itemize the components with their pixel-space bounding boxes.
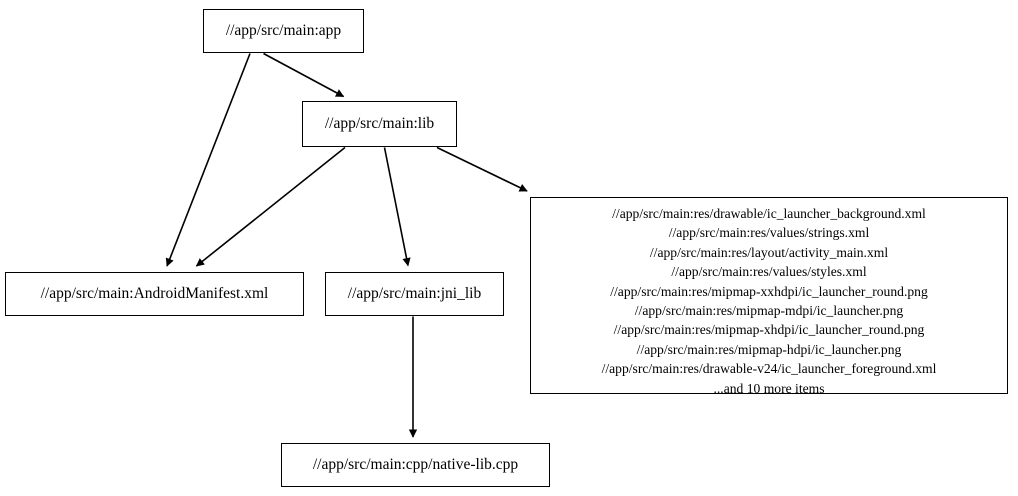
graph-node-app[interactable]: //app/src/main:app [203,9,364,53]
res-item-7: //app/src/main:res/mipmap-hdpi/ic_launch… [636,341,902,357]
graph-node-app-label: //app/src/main:app [225,22,342,40]
graph-node-res-group[interactable]: //app/src/main:res/drawable/ic_launcher_… [530,197,1008,396]
graph-node-lib[interactable]: //app/src/main:lib [302,101,457,147]
graph-node-native-lib-cpp-label: //app/src/main:cpp/native-lib.cpp [312,456,519,474]
edge-app-to-lib [263,52,345,98]
graph-node-lib-label: //app/src/main:lib [324,115,435,133]
res-item-1: //app/src/main:res/values/strings.xml [668,225,870,241]
res-item-5: //app/src/main:res/mipmap-mdpi/ic_launch… [634,303,904,319]
res-item-6: //app/src/main:res/mipmap-xhdpi/ic_launc… [613,322,925,338]
edge-lib-to-androidmanifest [195,146,346,267]
graph-node-androidmanifest[interactable]: //app/src/main:AndroidManifest.xml [5,272,304,316]
res-item-2: //app/src/main:res/layout/activity_main.… [649,244,889,260]
edge-lib-to-jni-lib [383,147,411,267]
graph-node-native-lib-cpp[interactable]: //app/src/main:cpp/native-lib.cpp [281,443,550,487]
res-item-0: //app/src/main:res/drawable/ic_launcher_… [612,206,926,221]
edge-lib-to-res-group [436,146,528,192]
res-item-8: //app/src/main:res/drawable-v24/ic_launc… [601,361,937,377]
res-item-more: ...and 10 more items [713,380,825,396]
edge-app-to-androidmanifest [165,53,251,267]
res-item-4: //app/src/main:res/mipmap-xxhdpi/ic_laun… [610,283,928,299]
graph-node-androidmanifest-label: //app/src/main:AndroidManifest.xml [40,285,269,303]
res-item-3: //app/src/main:res/values/styles.xml [671,264,867,280]
graph-node-jni-lib-label: //app/src/main:jni_lib [347,285,482,303]
graph-node-jni-lib[interactable]: //app/src/main:jni_lib [325,272,504,316]
